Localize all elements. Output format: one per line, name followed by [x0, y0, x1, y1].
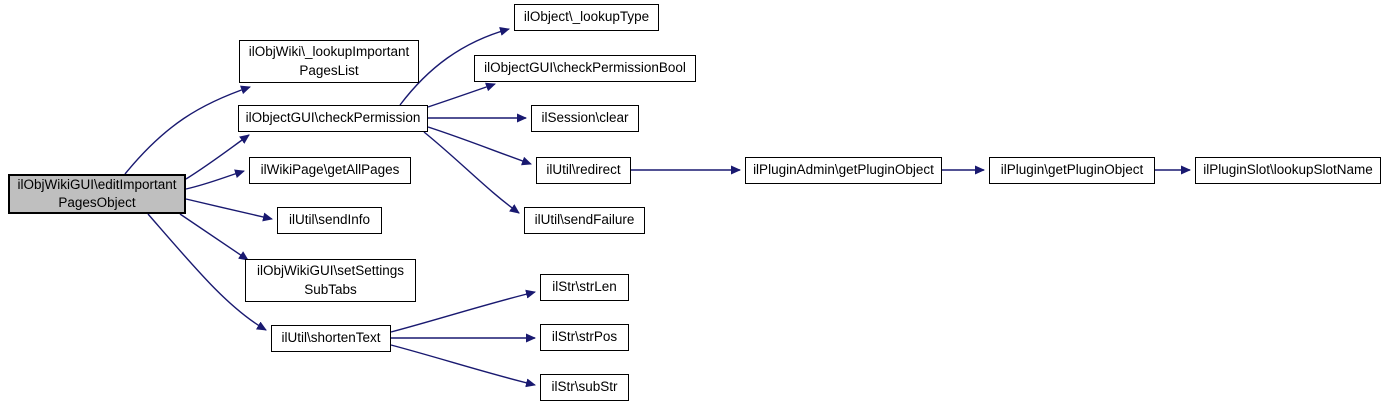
- node-plugin-getpluginobject[interactable]: ilPlugin\getPluginObject: [989, 157, 1155, 184]
- node-lookupimportantpageslist[interactable]: ilObjWiki\_lookupImportant PagesList: [239, 40, 419, 83]
- edge-shortenText-to-subStr: [390, 344, 536, 388]
- edge-editImportantPagesObject-to-checkPermission: [185, 134, 250, 180]
- node-checkpermission[interactable]: ilObjectGUI\checkPermission: [238, 105, 428, 132]
- node-getallpages[interactable]: ilWikiPage\getAllPages: [249, 157, 411, 184]
- edge-checkPermission-to-redirect: [427, 126, 532, 166]
- node-editimportantpagesobject: ilObjWikiGUI\editImportant PagesObject: [8, 174, 186, 214]
- node-redirect[interactable]: ilUtil\redirect: [536, 157, 631, 184]
- node-sendinfo[interactable]: ilUtil\sendInfo: [277, 207, 382, 234]
- node-strlen[interactable]: ilStr\strLen: [540, 274, 629, 301]
- node-setsettingssubtabs[interactable]: ilObjWikiGUI\setSettings SubTabs: [245, 259, 416, 302]
- edge-editImportantPagesObject-to-getAllPages: [185, 169, 245, 190]
- edge-editImportantPagesObject-to-lookupImportantPagesList: [124, 85, 251, 175]
- node-sendfailure[interactable]: ilUtil\sendFailure: [524, 207, 645, 234]
- node-sessionclear[interactable]: ilSession\clear: [531, 105, 639, 132]
- edge-editImportantPagesObject-to-shortenText: [147, 213, 267, 331]
- node-checkpermissionbool[interactable]: ilObjectGUI\checkPermissionBool: [474, 55, 696, 82]
- edge-editImportantPagesObject-to-sendInfo: [185, 198, 273, 222]
- node-substr[interactable]: ilStr\subStr: [540, 374, 629, 401]
- edge-shortenText-to-strLen: [390, 289, 536, 333]
- node-shortentext[interactable]: ilUtil\shortenText: [271, 325, 391, 352]
- edge-editImportantPagesObject-to-setSettingsSubTabs: [179, 213, 249, 261]
- edge-checkPermission-to-checkPermissionBool: [427, 82, 496, 108]
- edge-checkPermission-to-lookupType: [399, 27, 510, 106]
- node-strpos[interactable]: ilStr\strPos: [540, 324, 629, 351]
- edge-checkPermission-to-sendFailure: [423, 131, 520, 214]
- node-pluginadmin-getpluginobject[interactable]: ilPluginAdmin\getPluginObject: [745, 157, 942, 184]
- node-pluginslot-lookupslotname[interactable]: ilPluginSlot\lookupSlotName: [1195, 157, 1381, 184]
- node-lookuptype[interactable]: ilObject\_lookupType: [514, 4, 659, 31]
